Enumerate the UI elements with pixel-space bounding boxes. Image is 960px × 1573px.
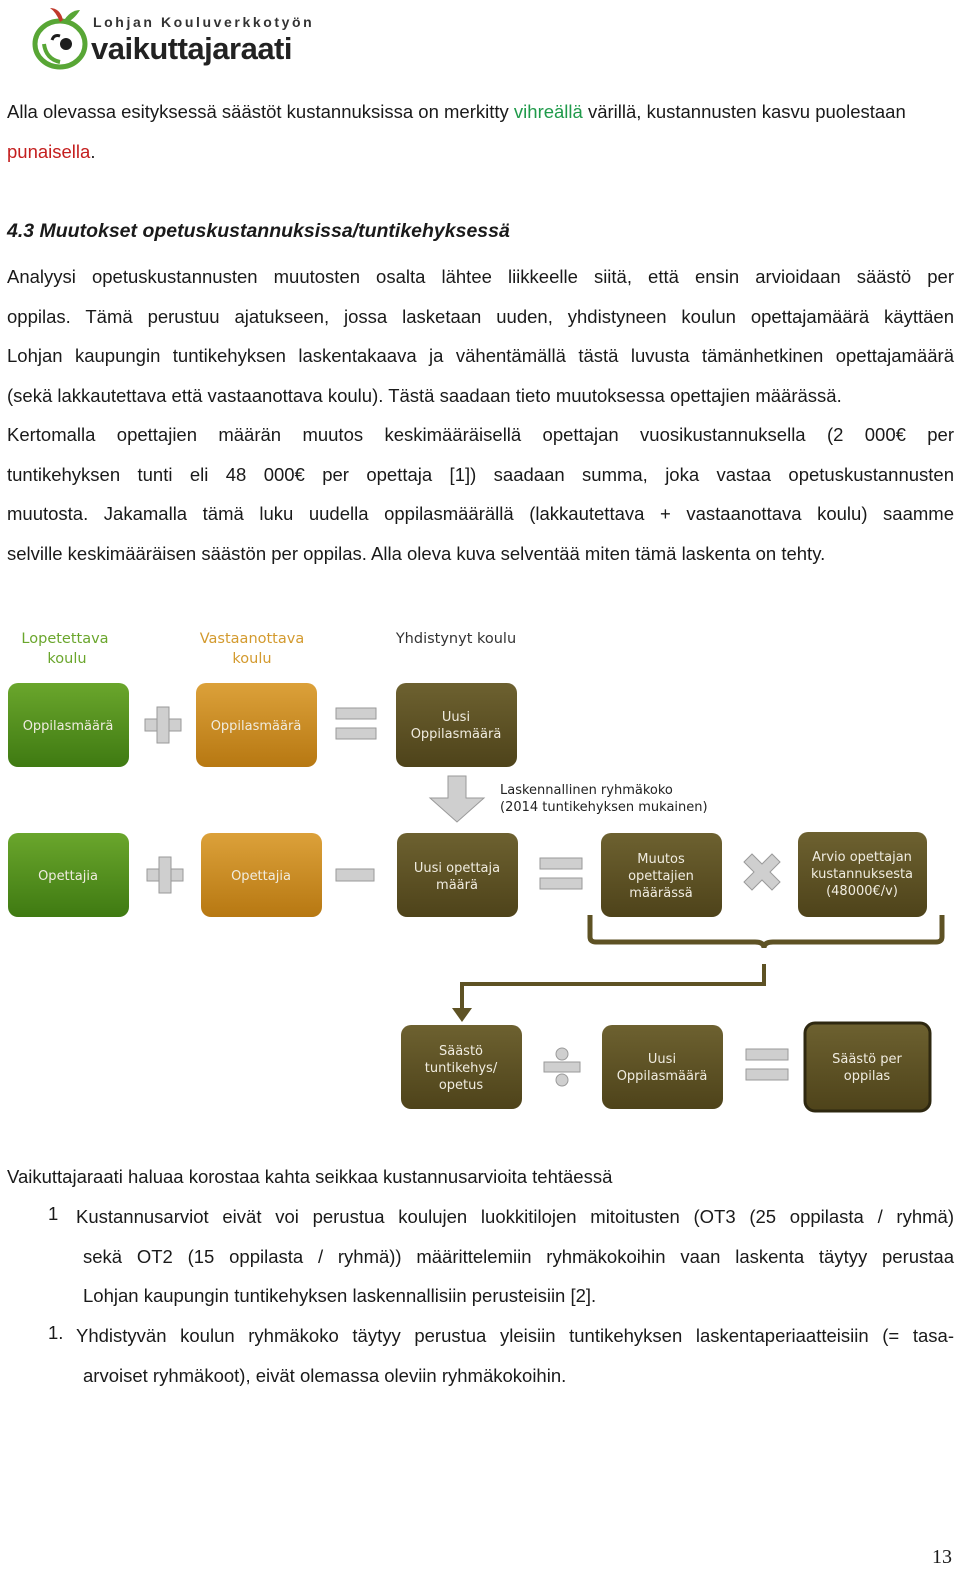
section-line-7: muutosta. Jakamalla tämä luku uudella op… — [7, 503, 954, 524]
box-saasto-tuntikehys-label-3: opetus — [439, 1078, 484, 1093]
box-opettajia-lopetettava — [8, 833, 129, 917]
page-number: 13 — [932, 1546, 952, 1568]
box-uusi-oppilasmaara-bottom — [602, 1025, 723, 1109]
box-saasto-tuntikehys-label-2: tuntikehys/ — [425, 1061, 498, 1076]
connector-line — [460, 964, 766, 1012]
plus-icon — [144, 706, 182, 744]
section-line-1: Analyysi opetuskustannusten muutosten os… — [7, 266, 954, 287]
box-uusi-oppilasmaara-bottom-label-2: Oppilasmäärä — [617, 1069, 708, 1084]
box-oppilasmaara-lopetettava — [8, 683, 129, 767]
section-line-6: tuntikehyksen tunti eli 48 000€ per opet… — [7, 464, 954, 485]
box-muutos-label-2: opettajien — [628, 869, 694, 884]
equals-icon — [539, 857, 583, 890]
logo-subtitle: Lohjan Kouluverkkotyön — [93, 14, 315, 30]
list-number-1: 1 — [48, 1203, 59, 1224]
box-uusi-opettajamaara-label-2: määrä — [436, 878, 478, 893]
box-saasto-tuntikehys — [401, 1025, 522, 1109]
minus-icon — [335, 868, 375, 882]
emphasis-intro: Vaikuttajaraati haluaa korostaa kahta se… — [7, 1166, 613, 1187]
box-uusi-oppilasmaara-top-label-1: Uusi — [442, 710, 470, 725]
box-muutos-label-1: Muutos — [637, 852, 685, 867]
caption-vastaanottava-2: koulu — [232, 651, 271, 667]
intro-text-2: värillä, kustannusten kasvu puolestaan — [582, 101, 906, 122]
box-opettajia-vastaanottava-label: Opettajia — [231, 869, 291, 884]
intro-text-3: . — [90, 140, 96, 162]
item2-line-2: arvoiset ryhmäkoot), eivät olemassa olev… — [83, 1365, 567, 1386]
apple-logo-icon — [32, 8, 88, 70]
box-saasto-per-oppilas — [803, 1021, 932, 1113]
box-uusi-opettajamaara-label-1: Uusi opettaja — [414, 861, 500, 876]
logo-title: vaikuttajaraati — [91, 31, 293, 66]
box-opettajia-vastaanottava — [201, 833, 322, 917]
box-arvio-label-1: Arvio opettajan — [812, 850, 912, 865]
equals-icon — [335, 707, 377, 740]
multiply-icon — [743, 853, 781, 891]
caption-ryhmakoko-1: Laskennallinen ryhmäkoko — [500, 783, 673, 798]
divide-icon — [543, 1047, 581, 1087]
item1-line-1: Kustannusarviot eivät voi perustua koulu… — [76, 1206, 954, 1227]
caption-vastaanottava-1: Vastaanottava — [200, 631, 304, 647]
box-arvio-label-3: (48000€/v) — [826, 884, 898, 899]
box-arvio-label-2: kustannuksesta — [811, 867, 913, 882]
intro-text-1: Alla olevassa esityksessä säästöt kustan… — [7, 101, 514, 122]
equals-icon — [745, 1048, 789, 1081]
box-uusi-oppilasmaara-bottom-label-1: Uusi — [648, 1052, 676, 1067]
plus-icon — [146, 856, 184, 894]
calculation-diagram: Lopetettava koulu Vastaanottava koulu Yh… — [8, 631, 945, 1113]
box-oppilasmaara-vastaanottava-label: Oppilasmäärä — [211, 719, 302, 734]
section-line-5: Kertomalla opettajien määrän muutos kesk… — [7, 424, 954, 445]
item1-line-3: Lohjan kaupungin tuntikehyksen laskennal… — [83, 1285, 597, 1306]
box-arvio — [798, 832, 927, 917]
box-saasto-per-oppilas-label-1: Säästö per — [832, 1052, 902, 1067]
box-uusi-oppilasmaara-top-label-2: Oppilasmäärä — [411, 727, 502, 742]
box-muutos — [601, 833, 722, 917]
box-saasto-tuntikehys-label-1: Säästö — [439, 1044, 483, 1059]
box-uusi-opettajamaara — [397, 833, 518, 917]
section-line-8: selville keskimääräisen säästön per oppi… — [7, 543, 826, 564]
red-word: punaisella — [7, 140, 91, 162]
section-heading: 4.3 Muutokset opetuskustannuksissa/tunti… — [7, 220, 510, 242]
caption-yhdistynyt: Yhdistynyt koulu — [395, 631, 516, 647]
section-line-4: (sekä lakkautettava että vastaanottava k… — [7, 385, 842, 406]
list-number-2: 1. — [48, 1322, 64, 1343]
box-opettajia-lopetettava-label: Opettajia — [38, 869, 98, 884]
caption-ryhmakoko-2: (2014 tuntikehyksen mukainen) — [500, 800, 708, 815]
box-muutos-label-3: määrässä — [629, 886, 692, 901]
caption-lopetettava-2: koulu — [47, 651, 86, 667]
intro-paragraph: Alla olevassa esityksessä säästöt kustan… — [7, 92, 954, 171]
box-oppilasmaara-vastaanottava — [196, 683, 317, 767]
box-uusi-oppilasmaara-top — [396, 683, 517, 767]
green-word: vihreällä — [513, 101, 583, 122]
caption-lopetettava-1: Lopetettava — [21, 631, 108, 647]
logo: Lohjan Kouluverkkotyön vaikuttajaraati — [30, 4, 340, 70]
connector-arrowhead — [452, 1008, 472, 1022]
section-line-2: oppilas. Tämä perustuu ajatukseen, jossa… — [7, 306, 954, 327]
item2-line-1: Yhdistyvän koulun ryhmäkoko täytyy perus… — [76, 1325, 954, 1346]
box-oppilasmaara-lopetettava-label: Oppilasmäärä — [23, 719, 114, 734]
box-saasto-per-oppilas-label-2: oppilas — [844, 1069, 891, 1084]
item1-line-2: sekä OT2 (15 oppilasta / ryhmä)) määritt… — [83, 1246, 954, 1267]
section-line-3: Lohjan kaupungin tuntikehyksen laskentak… — [7, 345, 954, 366]
down-arrow-icon — [428, 775, 486, 823]
bracket — [587, 915, 945, 949]
